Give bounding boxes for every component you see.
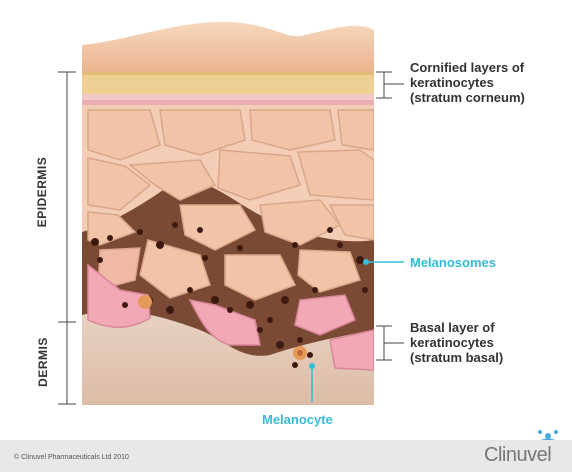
stratum-corneum-layer: [82, 72, 374, 94]
epidermis-label: EPIDERMIS: [35, 152, 49, 232]
copyright-text: © Clinuvel Pharmaceuticals Ltd 2010: [14, 454, 129, 461]
melanocyte-label: Melanocyte: [262, 412, 333, 427]
cornified-bracket: [376, 72, 404, 98]
basal-line-1: Basal layer of: [410, 320, 495, 335]
cornified-line-2: keratinocytes: [410, 75, 494, 90]
basal-line-3: (stratum basal): [410, 350, 503, 365]
skin-surface: [82, 22, 374, 72]
basal-label: Basal layer of keratinocytes (stratum ba…: [410, 320, 503, 365]
layer-brackets: [58, 72, 76, 404]
dermis-label: DERMIS: [36, 327, 50, 397]
cornified-line-3: (stratum corneum): [410, 90, 525, 105]
brand-wordmark: Clinuvel: [484, 444, 551, 467]
cornified-line-1: Cornified layers of: [410, 60, 524, 75]
basal-line-2: keratinocytes: [410, 335, 494, 350]
cornified-label: Cornified layers of keratinocytes (strat…: [410, 60, 525, 105]
basal-bracket: [376, 326, 404, 360]
melanosomes-label: Melanosomes: [410, 255, 496, 270]
